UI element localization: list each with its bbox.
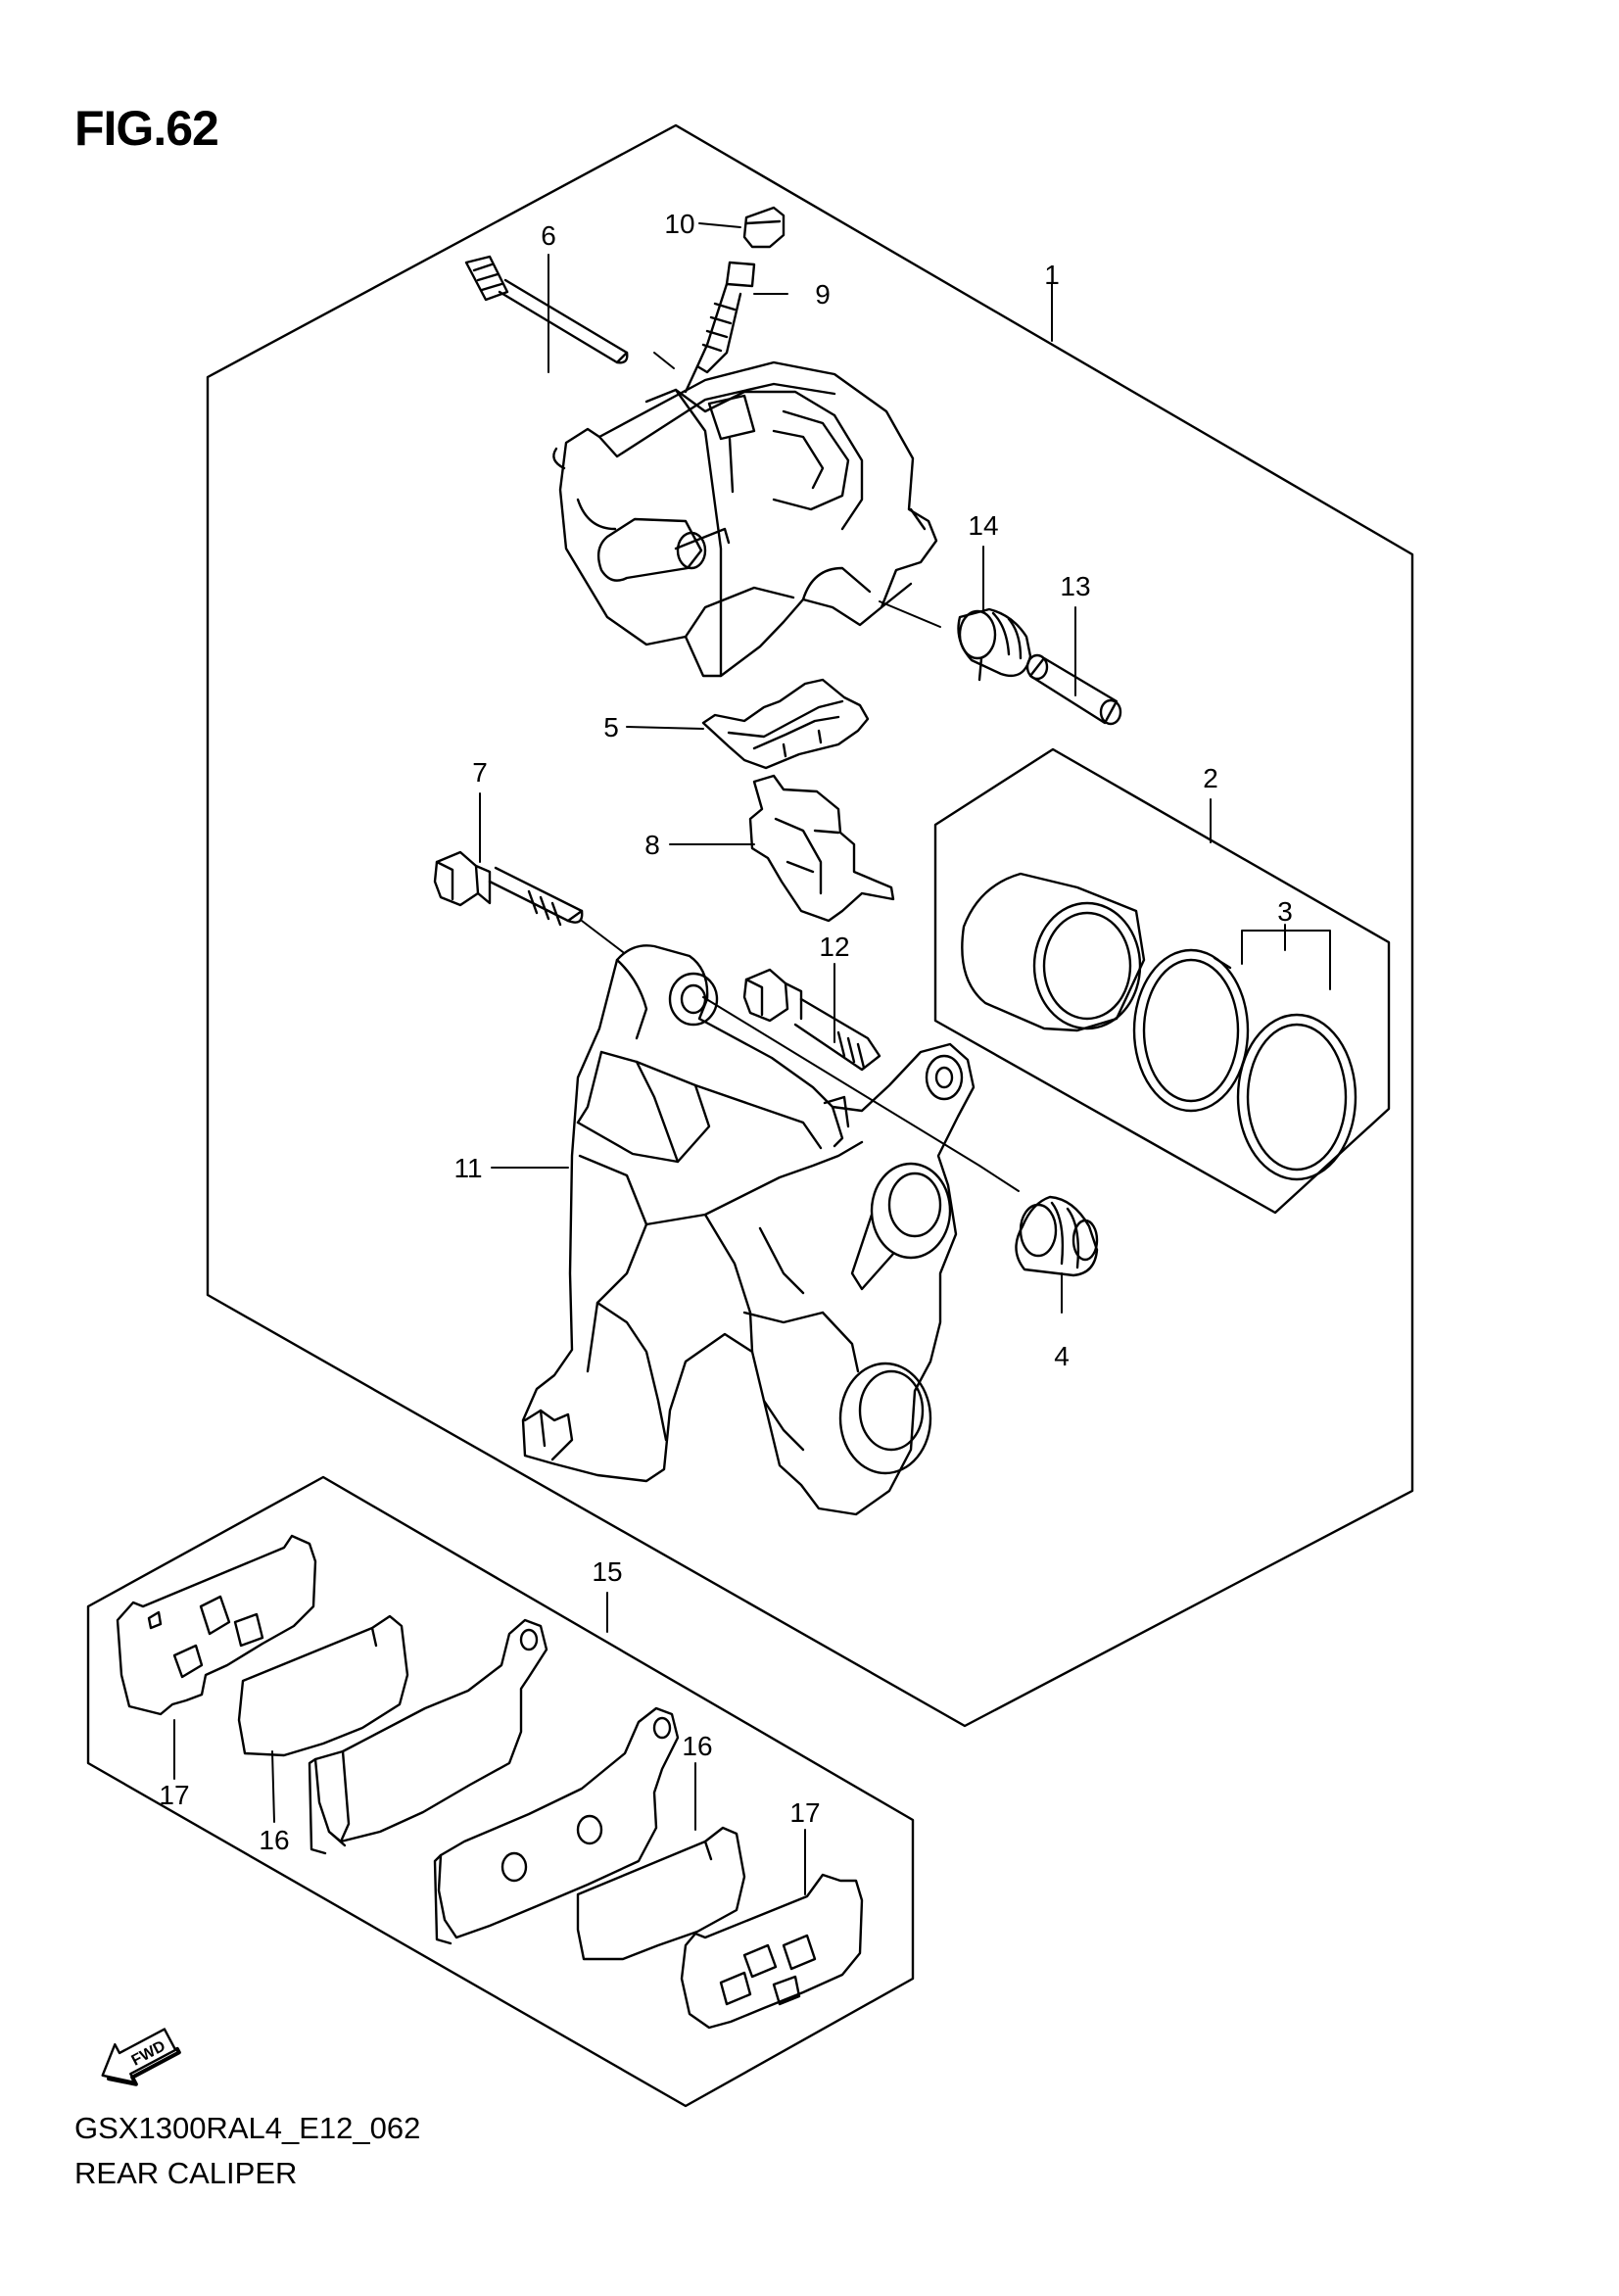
pad-left <box>308 1618 548 1855</box>
callout-7: 7 <box>472 757 488 788</box>
callout-17-left: 17 <box>159 1780 189 1810</box>
callout-11: 11 <box>453 1153 482 1183</box>
callout-15: 15 <box>592 1556 622 1587</box>
figure-name: REAR CALIPER <box>74 2156 298 2190</box>
caliper-bracket-11 <box>521 944 976 1516</box>
shim-16-right <box>576 1826 746 1961</box>
callout-2: 2 <box>1203 763 1218 793</box>
sleeve-13 <box>1025 653 1122 726</box>
callout-12: 12 <box>819 932 849 962</box>
callout-6: 6 <box>541 220 556 251</box>
fwd-arrow-icon: FWD <box>101 2028 181 2086</box>
slide-pin-6 <box>464 255 629 364</box>
shim-17-right <box>680 1873 864 2030</box>
piston-seal-a <box>1132 948 1250 1113</box>
bleeder-valve-9 <box>684 261 756 394</box>
figure-title: FIG.62 <box>74 101 219 156</box>
pad-retainer-8 <box>748 774 895 923</box>
callout-5: 5 <box>603 712 619 742</box>
callout-17-right: 17 <box>789 1797 820 1828</box>
bleeder-cap-10 <box>742 206 786 249</box>
callout-1: 1 <box>1044 260 1060 290</box>
pad-spring-5 <box>701 678 870 770</box>
bolt-7 <box>433 850 584 927</box>
pad-set-outline-15 <box>86 1475 915 2108</box>
bolt-12 <box>742 968 881 1072</box>
pin-boot-4 <box>1015 1195 1099 1277</box>
callout-4: 4 <box>1054 1341 1070 1371</box>
piston-seal-b <box>1236 1013 1357 1181</box>
shim-17-left <box>116 1534 317 1716</box>
callout-labels: 1 2 3 4 5 6 7 8 9 10 11 12 13 14 15 16 1… <box>159 209 1292 1855</box>
callout-16-right: 16 <box>682 1731 712 1761</box>
caliper-body <box>552 360 938 678</box>
piston-kit-outline-2 <box>933 747 1391 1215</box>
figure-code: GSX1300RAL4_E12_062 <box>74 2111 421 2145</box>
shim-16-left <box>237 1614 409 1757</box>
callout-3: 3 <box>1277 896 1293 927</box>
callout-8: 8 <box>644 830 660 860</box>
callout-14: 14 <box>968 510 998 541</box>
callout-9: 9 <box>815 279 831 310</box>
boot-14 <box>957 607 1032 682</box>
pad-right <box>433 1706 680 1945</box>
callout-10: 10 <box>664 209 694 239</box>
assembly-outline-1 <box>206 123 1414 1728</box>
callout-16-left: 16 <box>259 1825 289 1855</box>
piston <box>961 872 1146 1032</box>
leader-lines <box>173 222 1331 1895</box>
callout-13: 13 <box>1060 571 1090 601</box>
